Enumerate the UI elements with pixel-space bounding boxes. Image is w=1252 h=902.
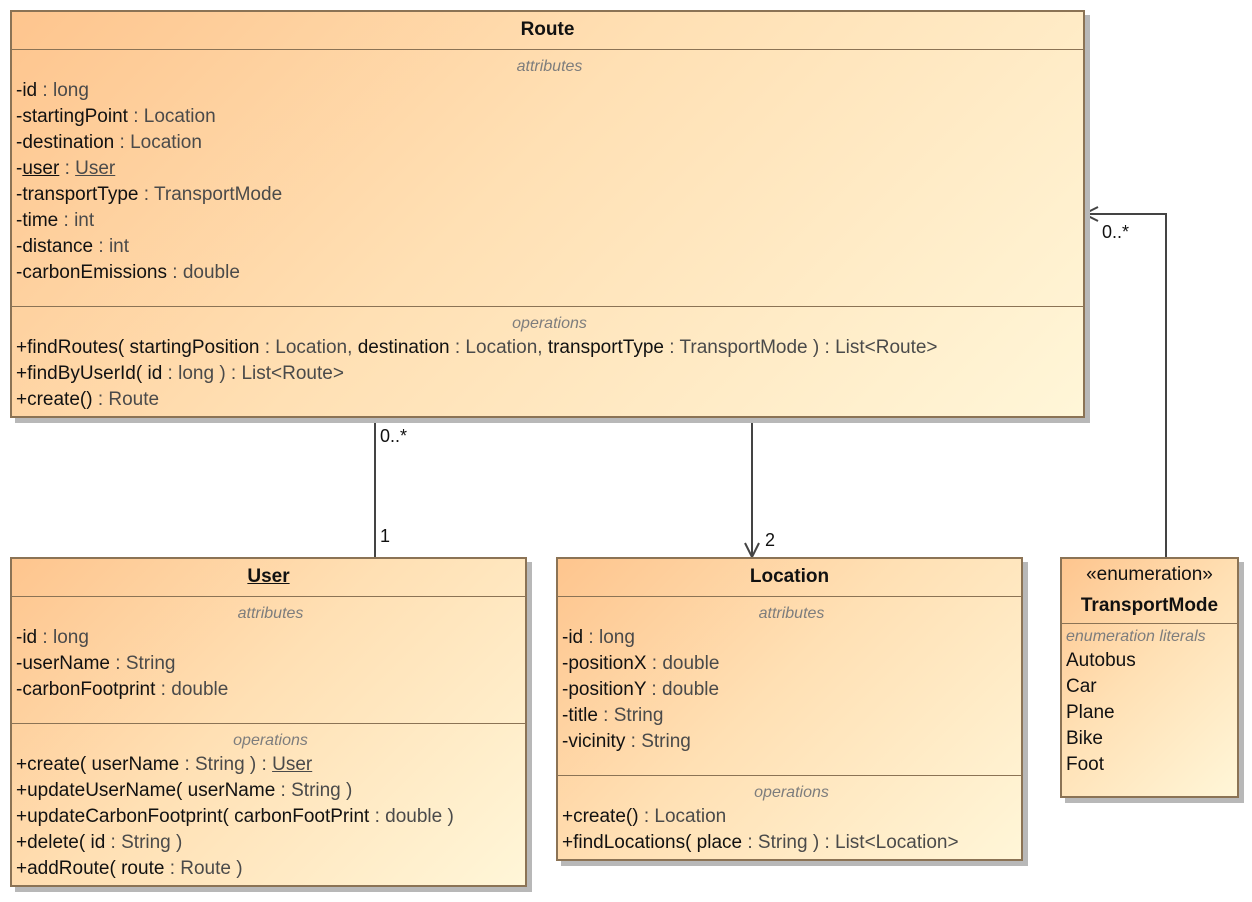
operation-row[interactable]: +findRoutes( startingPosition : Location…: [16, 337, 938, 358]
operation-row[interactable]: +create() : Location: [562, 806, 727, 827]
operation-row[interactable]: +findLocations( place : String ) : List<…: [562, 832, 959, 853]
class-route[interactable]: Route attributes -id : long -startingPoi…: [10, 10, 1085, 418]
attribute-row[interactable]: -distance : int: [16, 236, 130, 257]
attribute-row[interactable]: -id : long: [562, 627, 635, 648]
literals-section: enumeration literals Autobus Car Plane B…: [1062, 626, 1237, 778]
stereotype-label: «enumeration»: [1086, 564, 1213, 585]
section-label: operations: [512, 315, 587, 332]
enum-literal[interactable]: Plane: [1066, 702, 1115, 723]
multiplicity-route-user-user-end: 1: [380, 526, 391, 546]
enum-literal[interactable]: Car: [1066, 676, 1097, 697]
section-label: operations: [754, 784, 829, 801]
attribute-row[interactable]: -user : User: [16, 158, 116, 179]
attribute-row[interactable]: -positionY : double: [562, 679, 720, 700]
attribute-row[interactable]: -id : long: [16, 627, 89, 648]
operation-row[interactable]: +findByUserId( id : long ) : List<Route>: [16, 363, 344, 384]
attributes-section: attributes -id : long -positionX : doubl…: [558, 603, 1021, 775]
attributes-section: attributes -id : long -startingPoint : L…: [12, 56, 1083, 306]
enum-literal[interactable]: Bike: [1066, 728, 1103, 749]
section-label: enumeration literals: [1066, 628, 1206, 645]
operation-row[interactable]: +updateCarbonFootprint( carbonFootPrint …: [16, 806, 454, 827]
attribute-row[interactable]: -destination : Location: [16, 132, 202, 153]
attribute-row[interactable]: -title : String: [562, 705, 664, 726]
multiplicity-route-location-end: 2: [765, 530, 776, 550]
operation-row[interactable]: +updateUserName( userName : String ): [16, 780, 353, 801]
attribute-row[interactable]: -transportType : TransportMode: [16, 184, 283, 205]
multiplicity-route-user-route-end: 0..*: [380, 426, 408, 446]
attribute-row[interactable]: -id : long: [16, 80, 89, 101]
class-user[interactable]: User attributes -id : long -userName : S…: [10, 557, 527, 887]
operation-row[interactable]: +create() : Route: [16, 389, 160, 410]
class-location[interactable]: Location attributes -id : long -position…: [556, 557, 1023, 861]
operations-section: operations +create() : Location +findLoc…: [558, 775, 1021, 856]
section-label: attributes: [237, 605, 304, 622]
enum-literal[interactable]: Foot: [1066, 754, 1105, 775]
class-title: Route: [12, 12, 1083, 50]
attributes-section: attributes -id : long -userName : String…: [12, 603, 525, 723]
operation-row[interactable]: +create( userName : String ) : User: [16, 754, 313, 775]
operations-section: operations +findRoutes( startingPosition…: [12, 306, 1083, 413]
transport-route-association: [1084, 213, 1167, 557]
section-label: attributes: [516, 58, 583, 75]
operations-section: operations +create( userName : String ) …: [12, 723, 525, 882]
class-title: Location: [558, 559, 1021, 597]
attribute-row[interactable]: -carbonEmissions : double: [16, 262, 240, 283]
attribute-row[interactable]: -time : int: [16, 210, 95, 231]
attribute-row[interactable]: -startingPoint : Location: [16, 106, 216, 127]
operation-row[interactable]: +delete( id : String ): [16, 832, 183, 853]
section-label: operations: [233, 732, 308, 749]
enumeration-transport-mode[interactable]: «enumeration» TransportMode enumeration …: [1060, 557, 1239, 798]
class-title: User: [12, 559, 525, 597]
attribute-row[interactable]: -userName : String: [16, 653, 176, 674]
attribute-row[interactable]: -vicinity : String: [562, 731, 691, 752]
section-label: attributes: [758, 605, 825, 622]
attribute-row[interactable]: -positionX : double: [562, 653, 720, 674]
multiplicity-transport-route-end: 0..*: [1102, 222, 1130, 242]
operation-row[interactable]: +addRoute( route : Route ): [16, 858, 243, 879]
enum-literal[interactable]: Autobus: [1066, 650, 1136, 671]
attribute-row[interactable]: -carbonFootprint : double: [16, 679, 229, 700]
class-title: TransportMode: [1062, 589, 1237, 624]
